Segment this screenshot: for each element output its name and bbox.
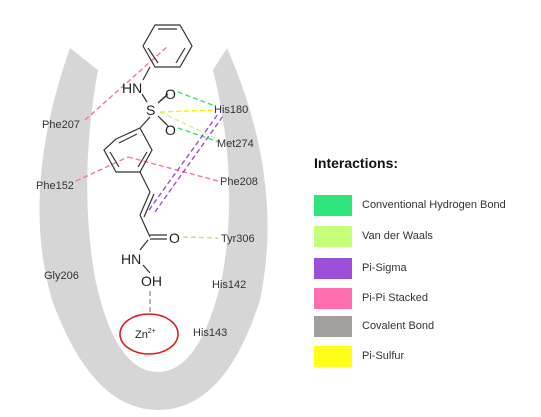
legend-swatch xyxy=(314,195,352,216)
residue-met274: Met274 xyxy=(217,138,254,150)
residue-phe207: Phe207 xyxy=(42,119,80,131)
binding-pocket xyxy=(39,48,268,410)
residue-his143: His143 xyxy=(193,327,227,339)
residue-labels: Phe207 His180 Met274 Phe152 Phe208 Tyr30… xyxy=(36,104,258,339)
pi-sigma-his180-line-b xyxy=(154,115,224,213)
pi-pi-phe152-line xyxy=(75,156,129,182)
legend-swatch xyxy=(314,226,352,247)
residue-phe152: Phe152 xyxy=(36,180,74,192)
pi-pi-phe207-line xyxy=(84,45,169,121)
residue-tyr306: Tyr306 xyxy=(221,233,255,245)
hbond-met274-line xyxy=(177,127,220,143)
hbond-his180-line xyxy=(177,91,216,107)
pi-sigma-his180-line-a xyxy=(148,113,219,211)
oxygen-bottom-label: O xyxy=(165,122,176,138)
legend-label: Pi-Sulfur xyxy=(362,350,405,362)
ligand-bonds xyxy=(103,24,193,274)
residue-his142: His142 xyxy=(212,279,246,291)
legend-swatch xyxy=(314,258,352,279)
legend-label: Pi-Sigma xyxy=(362,262,407,274)
residue-gly206: Gly206 xyxy=(44,270,79,282)
legend-label: Conventional Hydrogen Bond xyxy=(362,199,506,211)
legend-title: Interactions: xyxy=(314,155,399,171)
legend-swatch xyxy=(314,288,352,309)
atom-labels: HN S O O O HN OH xyxy=(121,80,180,289)
hydroxamate-oh-label: OH xyxy=(141,273,162,289)
oxygen-top-label: O xyxy=(165,86,176,102)
legend-swatch xyxy=(314,346,352,367)
vdw-met274-line xyxy=(159,111,220,141)
benzyl-ring xyxy=(103,127,153,173)
zinc-ion-label: Zn2+ xyxy=(135,328,156,341)
zinc-ion-ring xyxy=(119,313,179,355)
carbonyl-oxygen-label: O xyxy=(169,230,180,246)
residue-his180: His180 xyxy=(214,104,248,116)
legend: Interactions: Conventional Hydrogen Bond… xyxy=(314,155,539,367)
legend-label: Pi-Pi Stacked xyxy=(362,292,429,304)
phenyl-ring xyxy=(142,24,193,68)
legend-swatch xyxy=(314,316,352,337)
sulfonamide-nh-label: HN xyxy=(122,80,142,96)
sulfur-label: S xyxy=(146,102,155,118)
legend-label: Van der Waals xyxy=(362,230,433,242)
legend-label: Covalent Bond xyxy=(362,320,435,332)
vdw-tyr306-line xyxy=(182,236,219,239)
interaction-lines xyxy=(75,45,224,315)
pi-sulfur-his180-line xyxy=(159,109,216,113)
hydroxamate-nh-label: HN xyxy=(121,251,141,267)
residue-phe208: Phe208 xyxy=(220,176,258,188)
